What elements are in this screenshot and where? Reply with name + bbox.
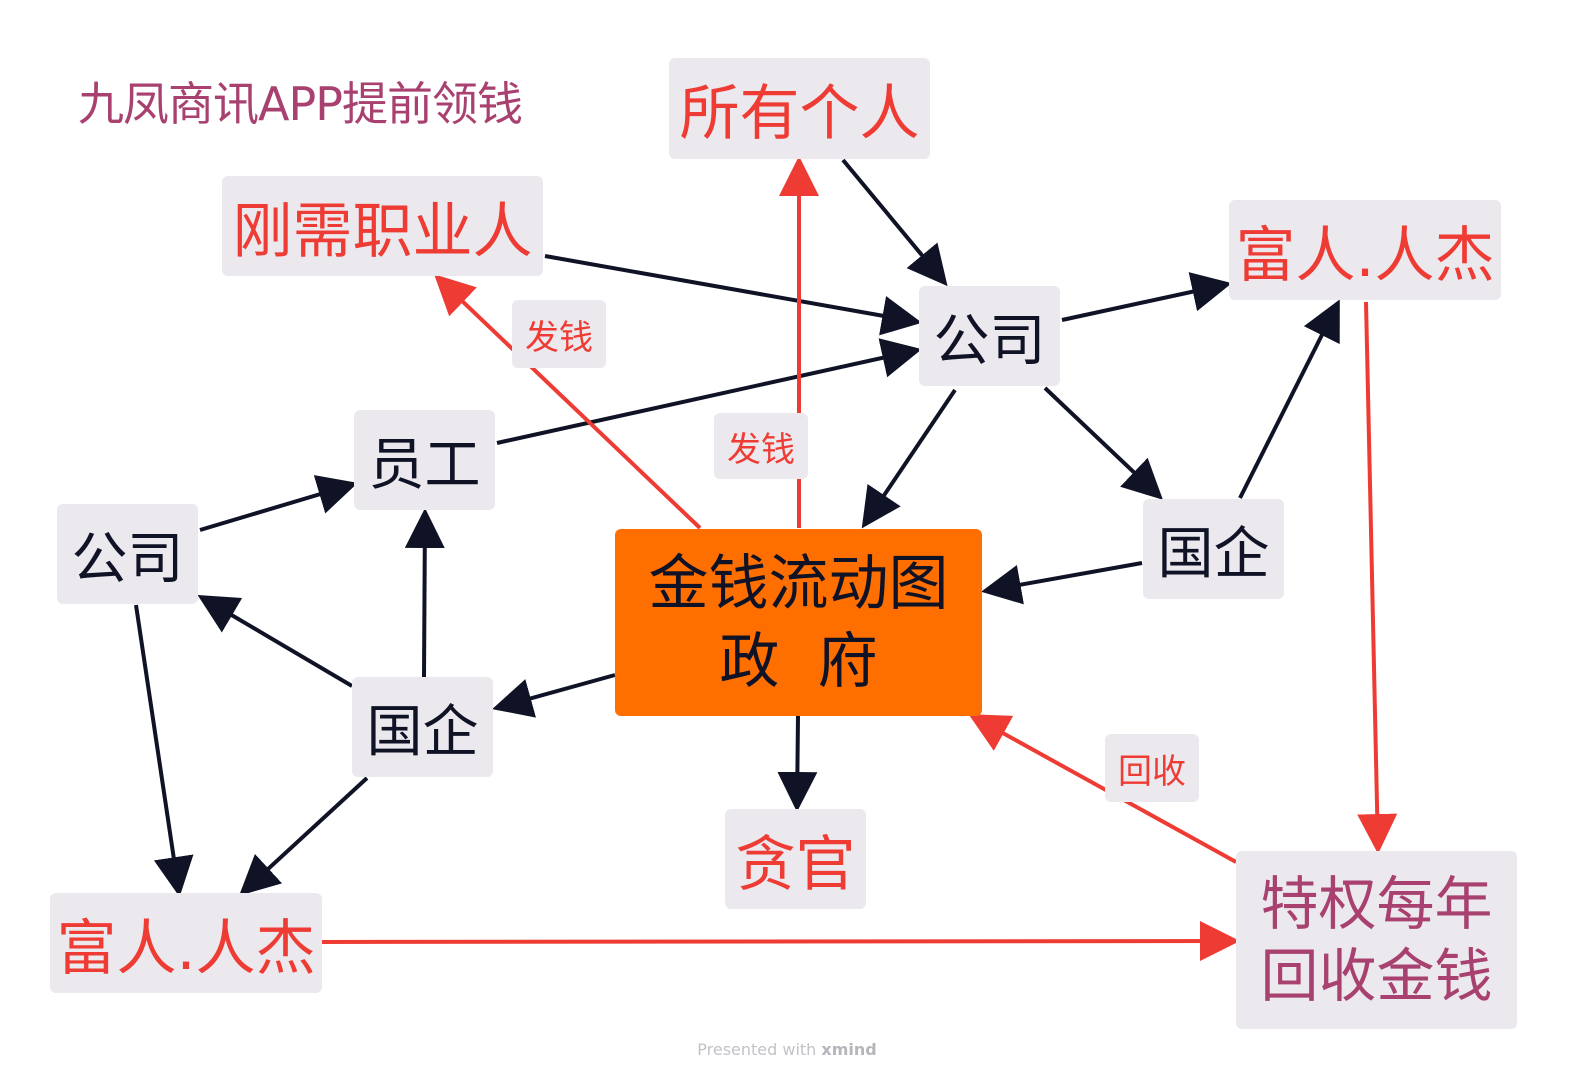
edge-privilege-to-government (968, 714, 1237, 864)
node-rich-elite-bottom-label: 富人.人杰 (56, 913, 316, 984)
node-employee-label: 员工 (368, 432, 481, 498)
footer-brand: xmind (821, 1040, 877, 1059)
node-soe-left[interactable]: 国企 (352, 677, 493, 777)
node-essential-professionals[interactable]: 刚需职业人 (222, 176, 543, 276)
node-soe-right[interactable]: 国企 (1143, 499, 1284, 599)
node-company-left-label: 公司 (71, 526, 184, 592)
node-company-top[interactable]: 公司 (919, 286, 1060, 386)
diagram-title: 九凤商讯APP提前领钱 (78, 77, 523, 131)
edge-rich-bottom-to-privilege (321, 921, 1240, 962)
edge-professionals-to-company (544, 254, 922, 336)
node-privilege-recycle[interactable]: 特权每年 回收金钱 (1236, 851, 1517, 1029)
label-recycle: 回收 (1105, 734, 1199, 802)
node-soe-left-label: 国企 (366, 699, 479, 765)
edge-soe-left-to-company-left (197, 594, 354, 688)
edge-employee-to-company (496, 338, 922, 445)
edge-individuals-to-company (841, 158, 948, 287)
edge-company-to-government (861, 388, 957, 529)
label-recycle-text: 回收 (1118, 751, 1186, 792)
node-company-top-label: 公司 (933, 308, 1046, 374)
node-privilege-line2: 回收金钱 (1260, 942, 1493, 1010)
node-all-individuals[interactable]: 所有个人 (669, 58, 930, 159)
edge-government-to-soe-left (492, 673, 616, 718)
node-corrupt-officials-label: 贪官 (735, 829, 856, 900)
node-company-left[interactable]: 公司 (57, 504, 198, 604)
node-soe-right-label: 国企 (1157, 521, 1270, 587)
node-rich-elite-top-label: 富人.人杰 (1235, 220, 1495, 291)
node-employee[interactable]: 员工 (354, 410, 495, 510)
node-essential-professionals-label: 刚需职业人 (232, 196, 533, 267)
node-rich-elite-bottom[interactable]: 富人.人杰 (50, 893, 322, 993)
edge-soe-right-to-rich-top (1238, 299, 1340, 499)
node-all-individuals-label: 所有个人 (679, 79, 920, 149)
edge-soe-right-to-government (981, 561, 1143, 605)
edge-company-left-to-employee (199, 475, 358, 532)
edge-soe-left-to-employee (404, 508, 445, 678)
edge-government-to-corrupt (777, 715, 818, 812)
edge-government-to-professionals (434, 274, 702, 530)
node-government-line2: 政 府 (719, 626, 878, 697)
label-send-money-2-text: 发钱 (727, 429, 795, 470)
node-corrupt-officials[interactable]: 贪官 (725, 809, 866, 909)
label-send-money-1: 发钱 (512, 300, 606, 368)
label-send-money-2: 发钱 (714, 413, 808, 479)
node-privilege-line1: 特权每年 (1260, 869, 1493, 938)
footer-credit: Presented with xmind (0, 1040, 1574, 1059)
edge-rich-top-to-privilege (1357, 301, 1398, 854)
node-government-center[interactable]: 金钱流动图 政 府 (615, 529, 982, 716)
edge-soe-left-to-rich-bottom (239, 776, 369, 896)
node-government-line1: 金钱流动图 (648, 548, 949, 619)
label-send-money-1-text: 发钱 (525, 317, 593, 358)
node-rich-elite-top[interactable]: 富人.人杰 (1229, 200, 1501, 300)
edge-company-to-rich-top (1061, 272, 1232, 322)
footer-prefix: Presented with (697, 1040, 817, 1059)
edge-company-left-to-rich-bottom (134, 604, 194, 897)
edge-company-to-soe-right (1043, 386, 1163, 500)
